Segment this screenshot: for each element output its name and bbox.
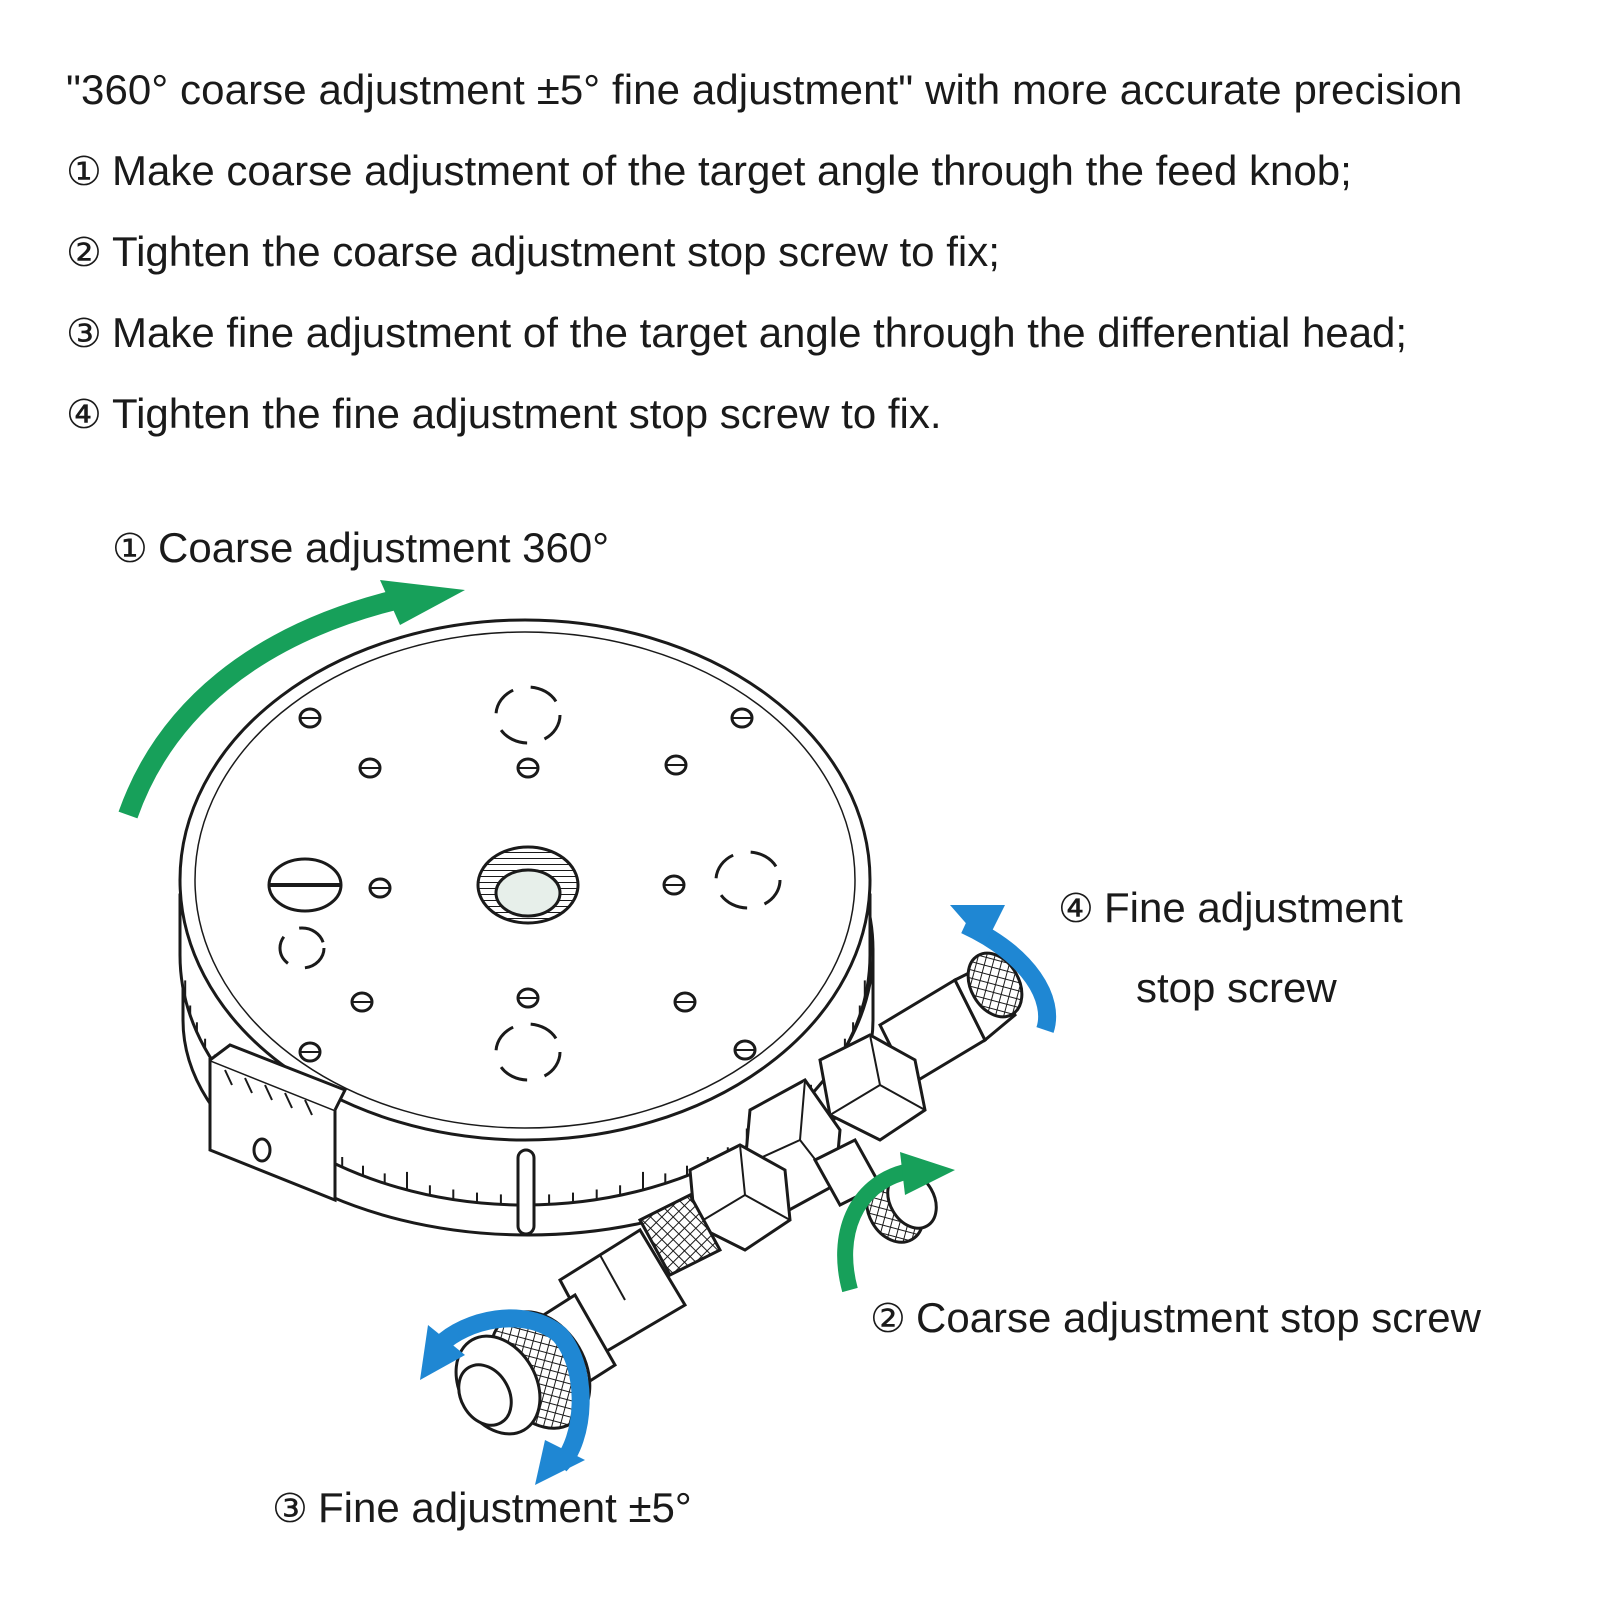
step-3-text: Make fine adjustment of the target angle… [112, 309, 1408, 356]
step-4-marker: ④ [66, 393, 102, 437]
instructions-block: "360° coarse adjustment ±5° fine adjustm… [66, 62, 1586, 442]
coarse-rotation-arrow [118, 580, 465, 819]
step-3-marker: ③ [66, 312, 102, 356]
fine-rotation-arrow [420, 1309, 590, 1485]
callout-2-marker: ② [870, 1297, 906, 1341]
fine-stop-rotation-arrow [950, 905, 1057, 1033]
step-2-text: Tighten the coarse adjustment stop screw… [112, 228, 1000, 275]
callout-1-marker: ① [112, 527, 148, 571]
step-4-text: Tighten the fine adjustment stop screw t… [112, 390, 942, 437]
center-hole [476, 845, 580, 925]
step-2-marker: ② [66, 231, 102, 275]
callout-fine-stop-screw-line2: stop screw [1136, 964, 1337, 1011]
index-bracket [208, 1043, 536, 1236]
step-1-marker: ① [66, 150, 102, 194]
callout-4-line1: Fine adjustment [1104, 884, 1403, 931]
coarse-stop-rotation-arrow [837, 1152, 955, 1293]
callout-3-text: Fine adjustment ±5° [318, 1484, 692, 1531]
callout-2-text: Coarse adjustment stop screw [916, 1294, 1481, 1341]
mounting-holes [298, 707, 757, 1063]
counterbores [278, 685, 782, 1082]
top-lock-screw [267, 857, 343, 913]
callout-3-marker: ③ [272, 1487, 308, 1531]
headline: "360° coarse adjustment ±5° fine adjustm… [66, 66, 1463, 113]
callout-4-marker: ④ [1058, 887, 1094, 931]
callout-1-text: Coarse adjustment 360° [158, 524, 610, 571]
table-inner-rim [194, 631, 856, 1129]
step-1-text: Make coarse adjustment of the target ang… [112, 147, 1352, 194]
